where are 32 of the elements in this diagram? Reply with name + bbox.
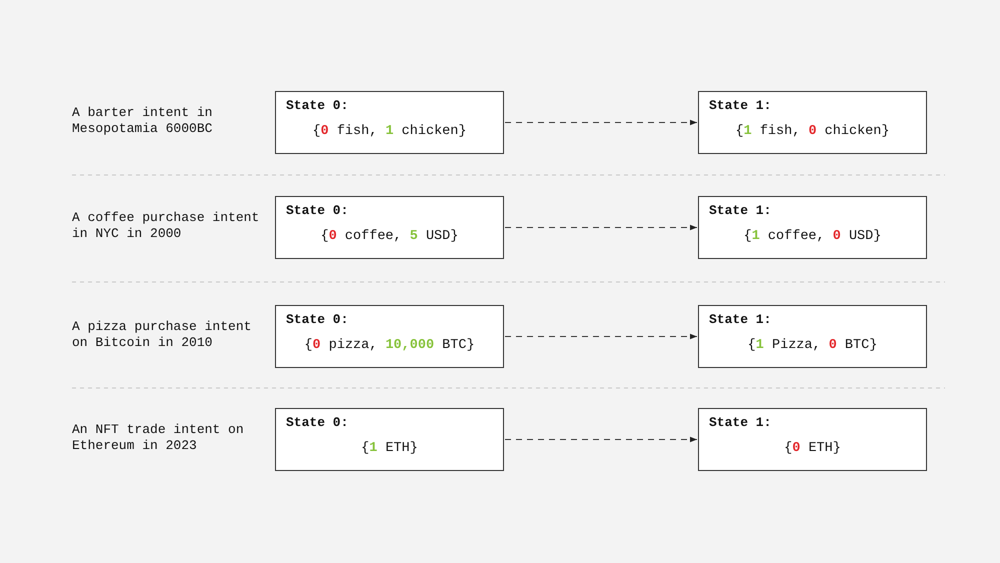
- state-value: {0 pizza, 10,000 BTC}: [303, 338, 476, 353]
- state-box: [275, 91, 504, 154]
- state-value: {1 Pizza, 0 BTC}: [746, 338, 878, 353]
- state-value: {0 coffee, 5 USD}: [320, 229, 460, 244]
- state-heading: State 0:: [286, 203, 348, 218]
- state-heading: State 1:: [709, 98, 772, 113]
- dashed-arrow: [504, 334, 698, 340]
- row-label: An NFT trade intent on Ethereum in 2023: [72, 422, 245, 454]
- state-heading: State 1:: [709, 415, 772, 430]
- state-value: {0 ETH}: [783, 441, 842, 456]
- state-heading: State 0:: [286, 98, 348, 113]
- state-heading: State 0:: [286, 415, 348, 430]
- dashed-arrow: [504, 436, 698, 442]
- row-label: A barter intent in Mesopotamia 6000BC: [72, 105, 214, 137]
- dashed-arrow: [504, 224, 698, 230]
- state-box: [275, 305, 504, 368]
- state-value: {1 fish, 0 chicken}: [734, 124, 890, 139]
- state-box: [698, 408, 927, 471]
- dashed-arrow: [504, 120, 698, 126]
- state-box: [698, 196, 927, 259]
- state-heading: State 1:: [709, 203, 772, 218]
- state-box: [698, 305, 927, 368]
- state-value: {1 coffee, 0 USD}: [742, 229, 882, 244]
- state-value: {1 ETH}: [360, 441, 419, 456]
- state-value: {0 fish, 1 chicken}: [312, 124, 468, 139]
- row-label: A pizza purchase intent on Bitcoin in 2010: [72, 319, 252, 351]
- state-box: [698, 91, 927, 154]
- row-label: A coffee purchase intent in NYC in 2000: [72, 210, 260, 242]
- state-heading: State 1:: [709, 312, 772, 327]
- state-box: [275, 196, 504, 259]
- state-heading: State 0:: [286, 312, 348, 327]
- state-box: [275, 408, 504, 471]
